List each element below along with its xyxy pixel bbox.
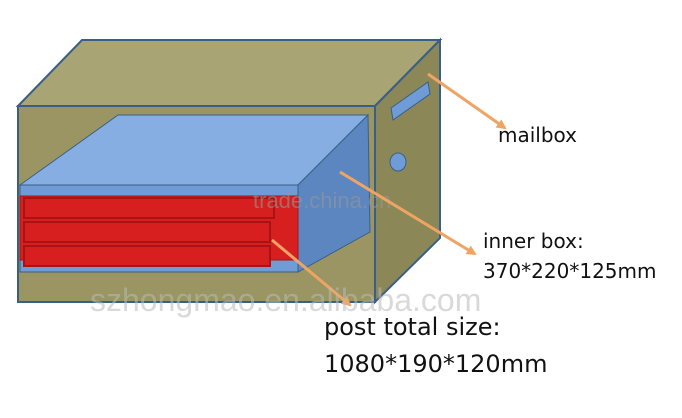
watermark-trade: trade.china.cn	[253, 188, 391, 213]
arrow-mailbox	[427, 72, 507, 130]
drawer-middle	[23, 221, 271, 243]
mail-slot	[390, 81, 431, 121]
lock-hole	[389, 152, 407, 172]
label-inner-box-title: inner box:	[483, 229, 584, 253]
drawer-bottom	[23, 245, 271, 267]
label-mailbox: mailbox	[498, 123, 578, 147]
label-post-total-size: 1080*190*120mm	[324, 350, 548, 378]
outer-box-top	[15, 39, 443, 107]
arrow-inner-box	[339, 170, 477, 256]
label-inner-box-size: 370*220*125mm	[483, 259, 657, 283]
label-post-total-title: post total size:	[324, 313, 501, 341]
watermark-company: szhongmao.en.alibaba.com	[90, 282, 482, 318]
drawer-top	[23, 197, 275, 219]
arrow-post-total	[271, 238, 352, 307]
